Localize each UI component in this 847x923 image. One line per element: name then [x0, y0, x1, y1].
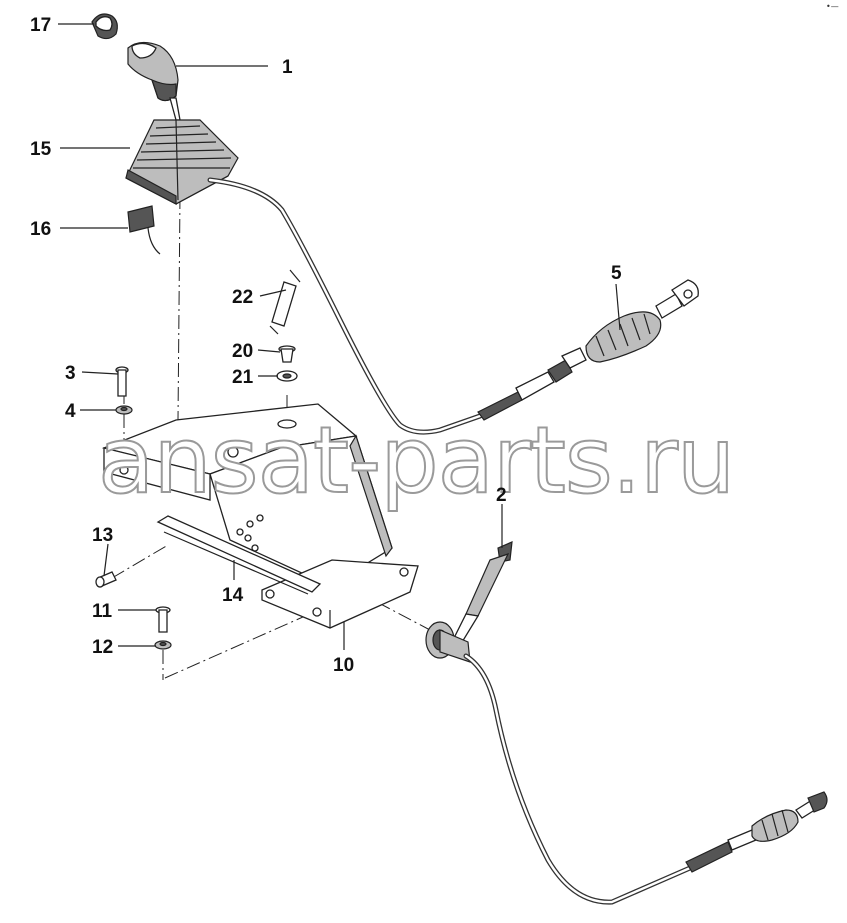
callout-20: 20 — [232, 341, 253, 362]
part-11-bolt — [155, 606, 171, 633]
callout-4: 4 — [65, 401, 76, 422]
part-5-cable-assembly — [207, 177, 699, 435]
part-22-hose — [269, 269, 301, 335]
callout-21: 21 — [232, 367, 254, 388]
part-13-screw — [95, 571, 117, 588]
part-10-bracket — [101, 403, 419, 629]
part-3-bolt — [115, 366, 129, 397]
callout-13: 13 — [92, 525, 113, 546]
part-15-rubber-boot — [125, 119, 239, 205]
callout-5: 5 — [611, 263, 622, 284]
callout-12: 12 — [92, 637, 113, 658]
callout-16: 16 — [30, 219, 51, 240]
corner-mark: •— — [826, 2, 839, 11]
part-16-switch — [127, 205, 161, 255]
part-21-washer — [276, 370, 298, 382]
callout-11: 11 — [92, 601, 113, 622]
callout-15: 15 — [30, 139, 52, 160]
callout-14: 14 — [222, 585, 244, 606]
callout-3: 3 — [65, 363, 76, 384]
callout-22: 22 — [232, 287, 253, 308]
part-14-plate — [156, 515, 322, 595]
callout-10: 10 — [333, 655, 354, 676]
part-17-knob-cap — [91, 13, 118, 40]
callout-1: 1 — [282, 57, 293, 78]
part-20-plug — [278, 345, 296, 363]
part-12-nut — [154, 640, 172, 650]
part-1-lever-handle — [127, 41, 181, 121]
leader-lines — [58, 23, 621, 650]
part-2-lower-lever — [425, 541, 828, 905]
callout-17: 17 — [30, 15, 51, 36]
watermark: ansat-parts.ru — [98, 407, 734, 514]
callout-labels: 17 1 15 16 22 20 21 3 4 5 2 13 14 11 12 … — [30, 15, 622, 676]
callout-2: 2 — [496, 485, 507, 506]
